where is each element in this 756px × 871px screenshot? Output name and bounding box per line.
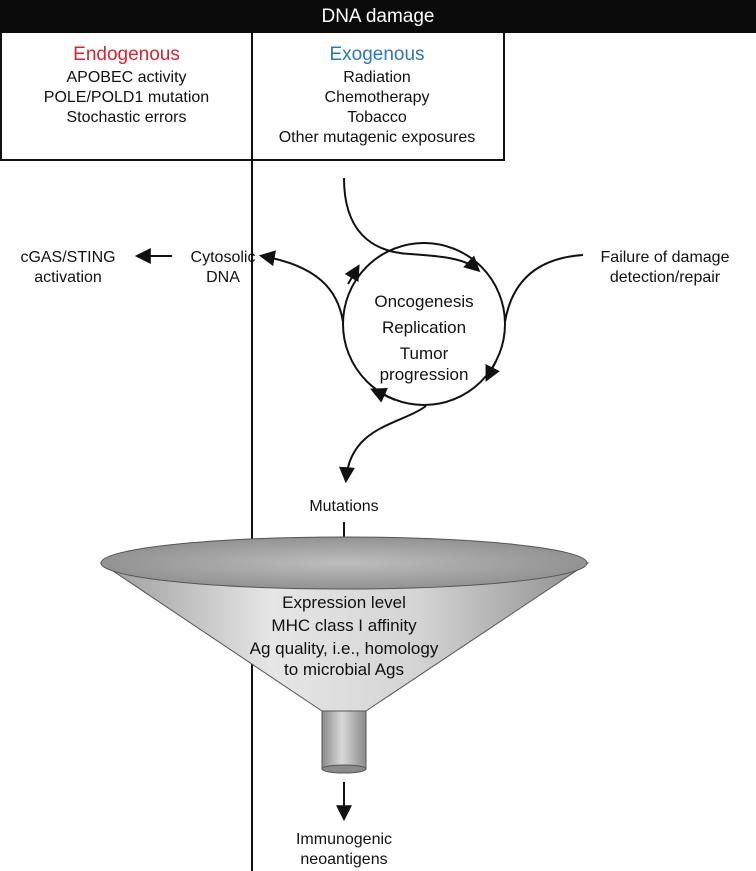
output-line: Immunogenic [295, 831, 393, 848]
filter-line: to microbial Ags [284, 660, 404, 679]
cycle-arrow-left [344, 264, 360, 285]
damage-input-arrow [343, 177, 481, 273]
exogenous-item: Tobacco [347, 109, 407, 126]
endogenous-title: Endogenous [73, 44, 180, 65]
cycle-arrow-right [485, 360, 500, 382]
cycle-line: Oncogenesis [374, 292, 474, 311]
failure-label: Failure of damage detection/repair [585, 248, 745, 288]
filter-line: MHC class I affinity [271, 616, 417, 635]
output-line: neoantigens [300, 851, 388, 868]
neoantigens-label: Immunogenic neoantigens [274, 830, 414, 870]
cgas-sting-label: cGAS/STING activation [8, 248, 128, 288]
endogenous-item: POLE/POLD1 mutation [43, 89, 210, 106]
funnel-spout-bottom [321, 764, 367, 774]
cgas-line: activation [34, 269, 102, 286]
cytosolic-output-arrow [258, 250, 344, 323]
failure-line: detection/repair [609, 269, 721, 286]
exogenous-column: Exogenous Radiation Chemotherapy Tobacco… [253, 44, 501, 148]
endogenous-column: Endogenous APOBEC activity POLE/POLD1 mu… [2, 44, 251, 128]
cytosolic-line: Cytosolic [190, 249, 256, 266]
box-divider [251, 33, 253, 871]
cgas-line: cGAS/STING [20, 249, 116, 266]
cycle-line: Tumor [399, 344, 449, 363]
filter-line: Expression level [282, 593, 406, 612]
exogenous-item: Chemotherapy [324, 89, 430, 106]
cycle-line: progression [379, 365, 469, 384]
funnel-filters: Expression level MHC class I affinity Ag… [214, 592, 474, 680]
filter-line: Ag quality, i.e., homology [249, 639, 439, 658]
dna-damage-title: DNA damage [0, 0, 756, 33]
funnel-spout [321, 710, 367, 770]
cycle-arrow-bottom [370, 388, 396, 403]
cytosolic-line: DNA [206, 269, 240, 286]
mutations-label: Mutations [309, 498, 379, 515]
cycle-circle [342, 242, 506, 406]
cytosolic-dna-label: Cytosolic DNA [168, 248, 278, 288]
endogenous-item: Stochastic errors [66, 109, 187, 126]
exogenous-item: Other mutagenic exposures [278, 129, 476, 146]
exogenous-title: Exogenous [329, 44, 425, 65]
funnel-top [100, 536, 588, 590]
exogenous-item: Radiation [343, 69, 411, 86]
mutations-output-arrow [338, 405, 427, 484]
cycle-line: Replication [381, 318, 467, 337]
cycle-label: Oncogenesis Replication Tumor progressio… [354, 291, 494, 385]
failure-line: Failure of damage [600, 249, 730, 266]
endogenous-item: APOBEC activity [66, 69, 187, 86]
failure-input-line [504, 254, 584, 323]
